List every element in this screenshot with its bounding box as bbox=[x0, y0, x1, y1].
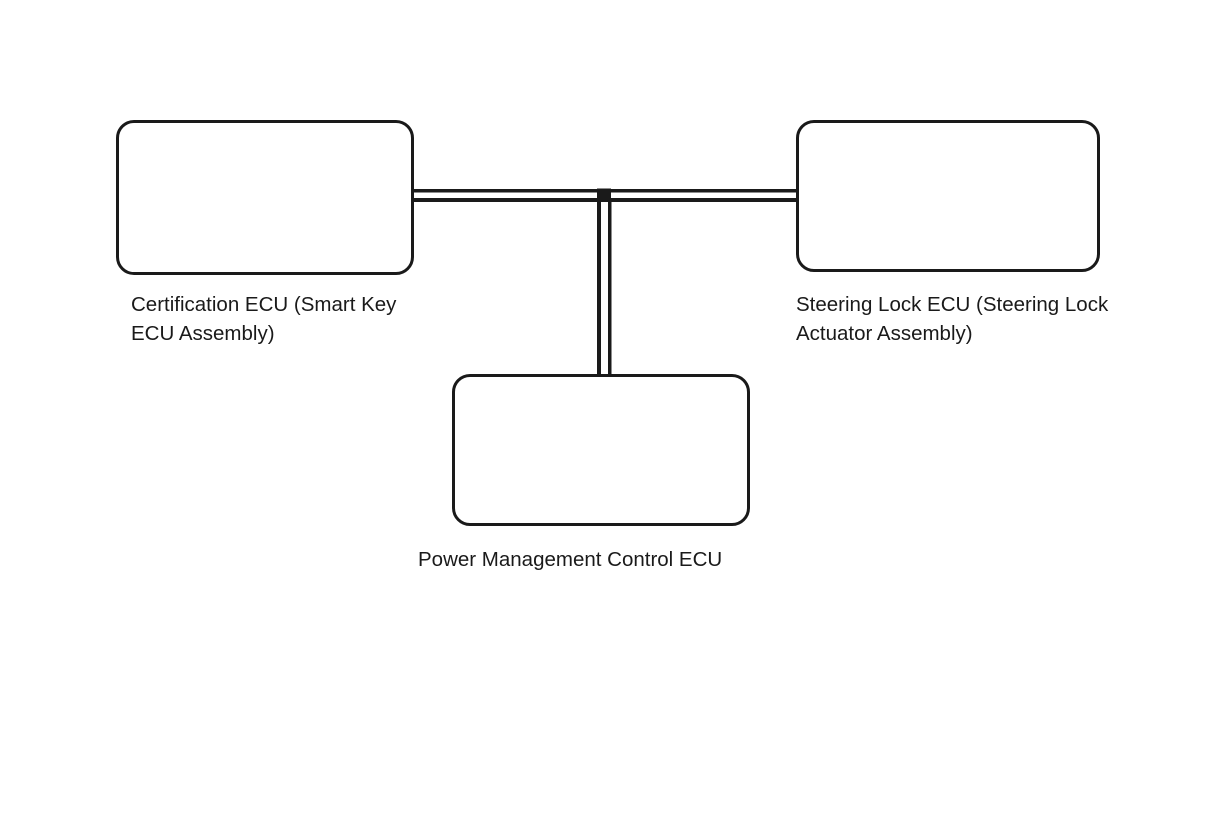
bus-vertical-connector bbox=[597, 188, 612, 376]
node-label-power-management-ecu: Power Management Control ECU bbox=[418, 548, 723, 571]
node-certification-ecu[interactable] bbox=[116, 120, 414, 275]
bus-t-junction bbox=[597, 188, 611, 202]
node-label-steering-lock-ecu: Steering Lock ECU (Steering Lock Actuato… bbox=[796, 293, 1109, 345]
node-power-management-ecu[interactable] bbox=[452, 374, 750, 526]
node-steering-lock-ecu[interactable] bbox=[796, 120, 1100, 272]
node-label-certification-ecu: Certification ECU (Smart Key ECU Assembl… bbox=[131, 293, 397, 345]
